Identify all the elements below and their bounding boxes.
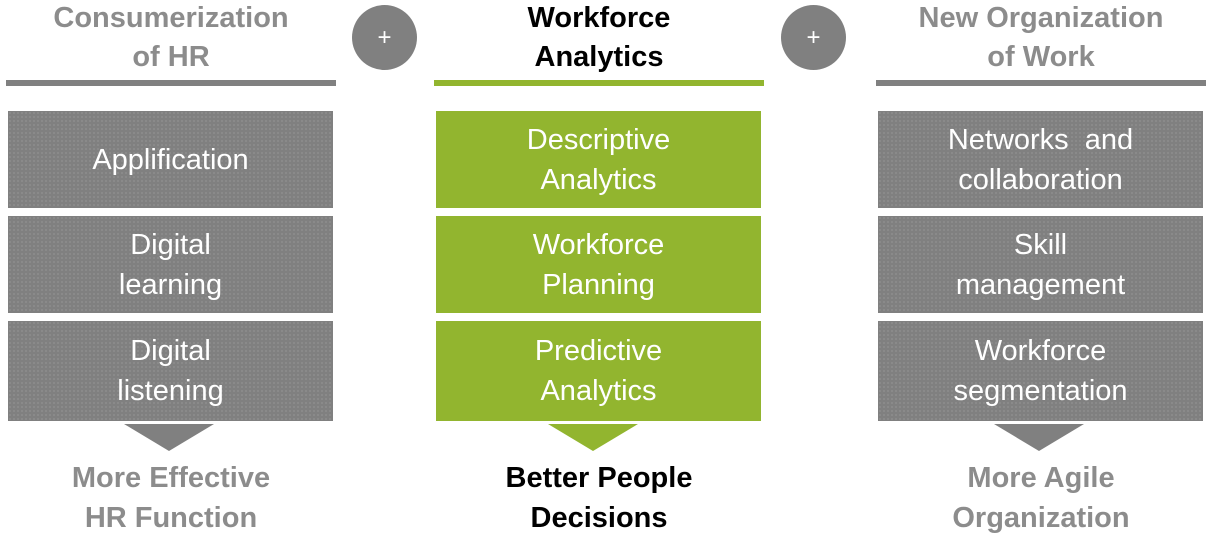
header-divider [876, 80, 1206, 86]
item-label: Networks and [947, 123, 1134, 156]
outcome-line: HR Function [84, 502, 258, 534]
item-box-workforce-segmentation: Workforce segmentation [878, 321, 1203, 421]
item-box-skill-management: Skill management [878, 216, 1203, 313]
item-label: learning [118, 268, 223, 301]
item-label: Descriptive [526, 123, 671, 156]
item-box-networks-and-collaboration: Networks and collaboration [878, 111, 1203, 208]
item-label: segmentation [953, 375, 1128, 407]
column-header: Consumerization of HR [6, 0, 336, 76]
header-line: Analytics [534, 41, 664, 73]
column-new-organization-of-work: New Organization of Work Networks and co… [876, 0, 1206, 535]
outcome-line: Better People [505, 462, 693, 494]
header-divider [434, 80, 764, 86]
column-consumerization-of-hr: Consumerization of HR Applification Digi… [6, 0, 336, 535]
item-box-workforce-planning: Workforce Planning [436, 216, 761, 313]
item-label: Predictive [534, 335, 663, 367]
item-label: Planning [542, 268, 655, 301]
header-line: Consumerization [53, 2, 289, 34]
outcome-line: Decisions [530, 502, 668, 534]
item-box-digital-listening: Digital listening [8, 321, 333, 421]
item-label: management [955, 268, 1126, 301]
column-workforce-analytics: Workforce Analytics Descriptive Analytic… [434, 0, 764, 535]
down-arrow-icon [548, 424, 638, 451]
down-arrow-icon [994, 424, 1084, 451]
plus-icon: + [352, 5, 417, 70]
plus-symbol: + [806, 23, 821, 51]
header-line: of Work [987, 41, 1095, 73]
column-outcome: More Agile Organization [876, 458, 1206, 538]
item-label: listening [117, 375, 224, 407]
item-box-descriptive-analytics: Descriptive Analytics [436, 111, 761, 208]
item-label: Digital [130, 228, 211, 261]
plus-symbol: + [377, 23, 392, 51]
item-label: Skill [1013, 228, 1068, 261]
plus-icon: + [781, 5, 846, 70]
item-box-digital-learning: Digital learning [8, 216, 333, 313]
down-arrow-icon [124, 424, 214, 451]
item-label: Digital [130, 335, 211, 367]
outcome-line: Organization [952, 502, 1130, 534]
item-box-predictive-analytics: Predictive Analytics [436, 321, 761, 421]
column-outcome: Better People Decisions [434, 458, 764, 538]
item-label: collaboration [958, 163, 1123, 196]
header-line: of HR [132, 41, 210, 73]
header-line: Workforce [527, 2, 671, 34]
item-box-applification: Applification [8, 111, 333, 208]
item-label: Workforce [532, 228, 665, 261]
item-label: Applification [92, 143, 249, 176]
outcome-line: More Agile [967, 462, 1115, 494]
header-line: New Organization [918, 2, 1164, 34]
column-header: New Organization of Work [876, 0, 1206, 76]
item-label: Workforce [974, 335, 1107, 367]
item-label: Analytics [540, 163, 657, 196]
column-header: Workforce Analytics [434, 0, 764, 76]
column-outcome: More Effective HR Function [6, 458, 336, 538]
item-label: Analytics [540, 375, 657, 407]
header-divider [6, 80, 336, 86]
outcome-line: More Effective [71, 462, 271, 494]
